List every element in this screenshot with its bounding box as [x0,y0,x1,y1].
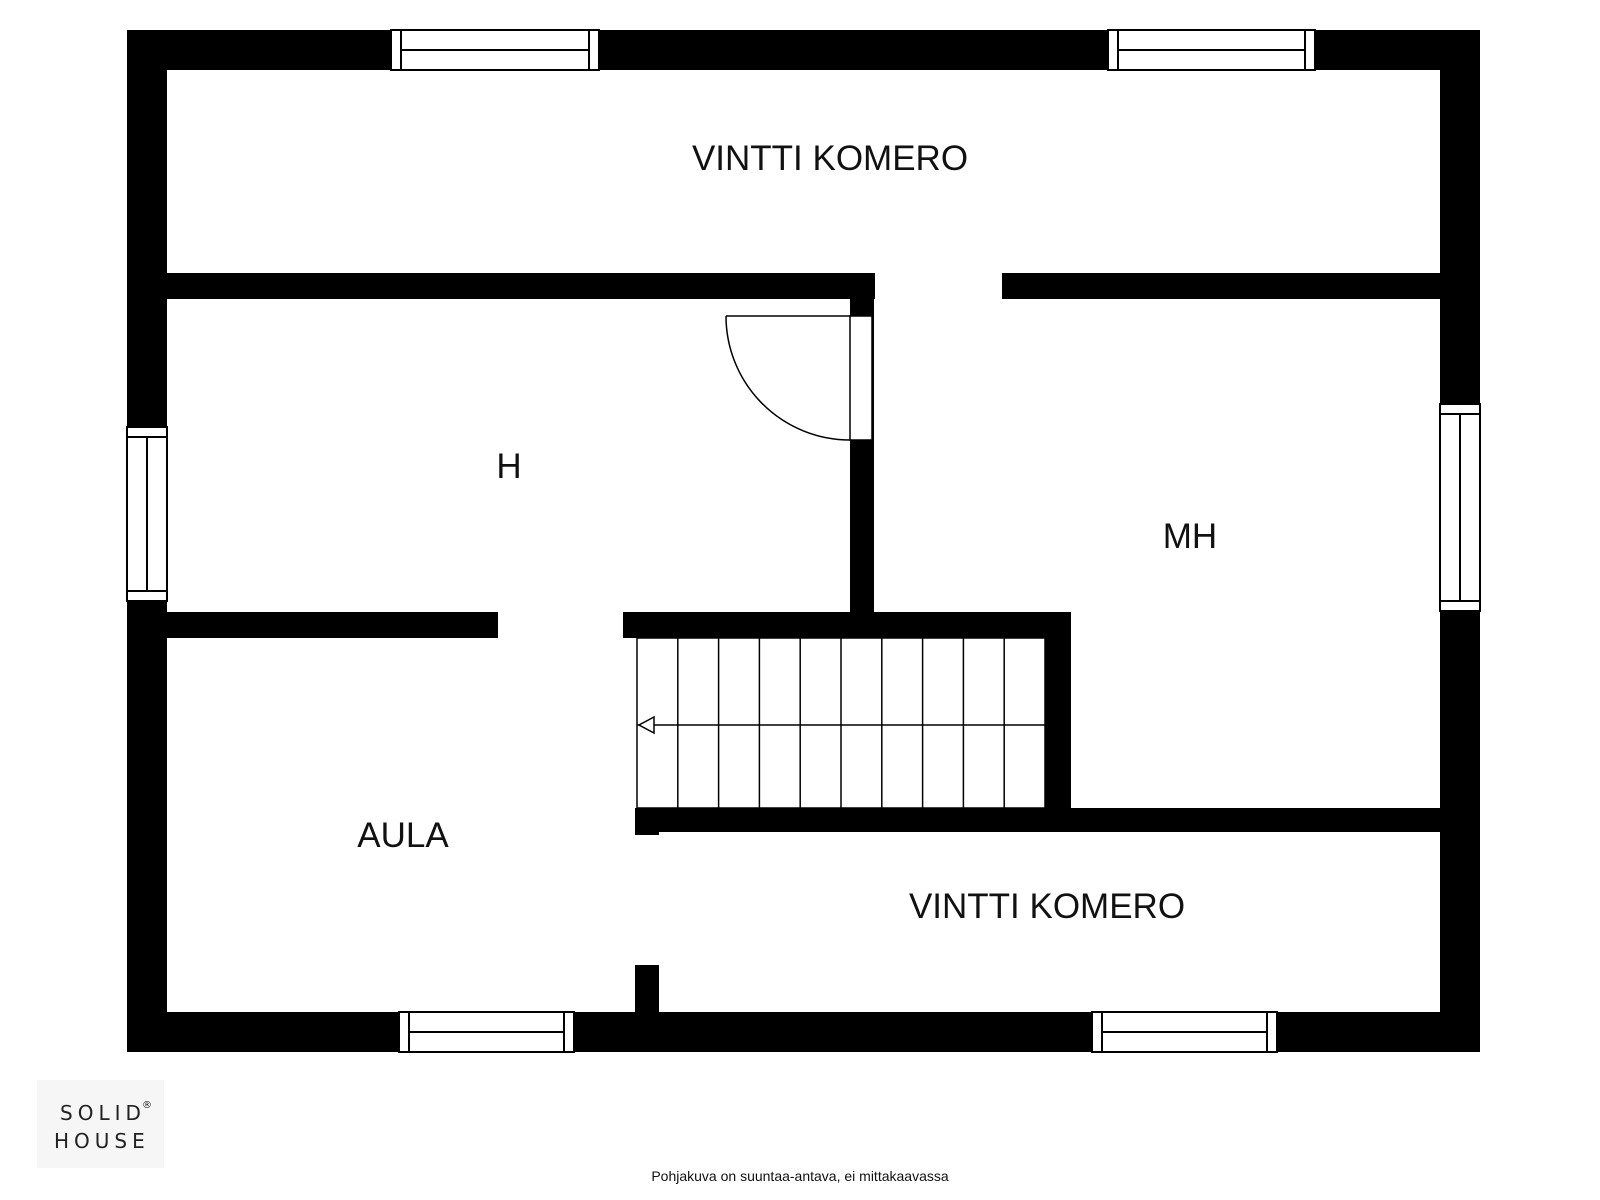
wall-h-aula-left [167,612,498,638]
door-h [725,315,873,441]
wall-aula-stub-lower [635,965,659,1012]
room-label-h: H [496,447,521,486]
window-top-right [1107,29,1316,71]
wall-h-aula-right [623,612,1070,638]
logo-line-1: SOLID [60,1101,146,1125]
wall-attic-upper-left [167,273,875,299]
door-swing-arc [725,315,851,441]
room-label-bottom-storage: VINTTI KOMERO [909,887,1185,926]
disclaimer-text: Pohjakuva on suuntaa-antava, ei mittakaa… [651,1168,949,1184]
windows [126,29,1481,1053]
room-label-aula: AULA [357,816,449,855]
logo-line-2: HOUSE [54,1129,150,1153]
window-bottom-right [1091,1011,1278,1053]
window-bottom-left [398,1011,575,1053]
wall-stair-right [1045,612,1071,830]
window-top-left [390,29,600,71]
solid-house-logo: SOLID ® HOUSE [37,1080,164,1168]
wall-attic-lower [635,808,1440,832]
logo-background [37,1080,164,1168]
door-leaf [849,315,873,441]
stair [636,637,1046,809]
wall-attic-upper-right [1002,273,1440,299]
room-label-top-storage: VINTTI KOMERO [692,139,968,178]
logo-registered-mark: ® [142,1100,152,1111]
window-right [1439,403,1481,612]
wall-aula-stub-upper [635,808,659,835]
stair-arrow-icon [637,715,655,735]
window-left [126,426,168,602]
walls [127,30,1480,1052]
room-label-mh: MH [1163,517,1217,556]
